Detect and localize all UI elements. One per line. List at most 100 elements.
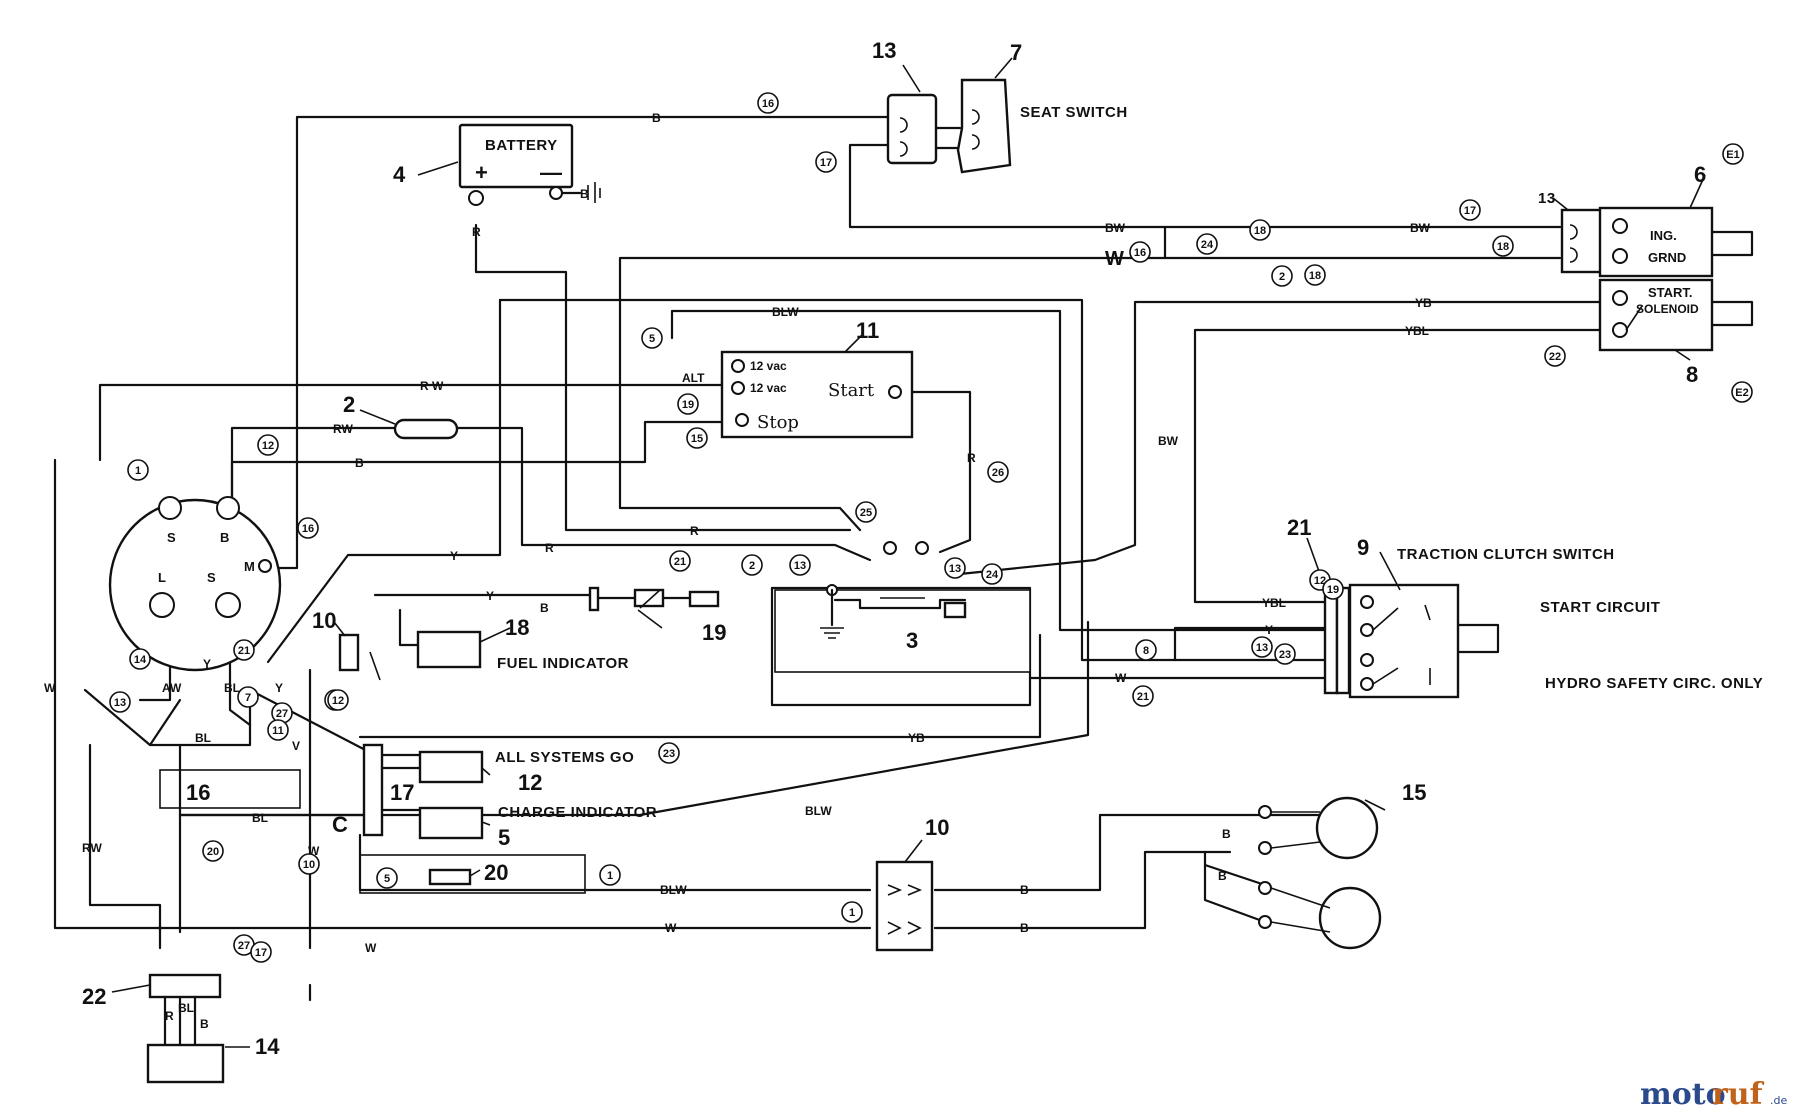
wire-code-blw-diag: BLW (805, 804, 832, 818)
wire-code-blw-top: BLW (772, 305, 799, 319)
callout-number: 23 (663, 748, 675, 760)
callout-16: 16 (1129, 241, 1151, 263)
fuel-indicator-label: FUEL INDICATOR (497, 655, 629, 672)
callout-circle (1304, 264, 1326, 286)
charge-indicator-5 (418, 806, 484, 840)
callout-number: 24 (1201, 239, 1214, 251)
wire-code-y-k: Y (275, 681, 283, 695)
wire-code-w-left: W (44, 681, 56, 695)
wire-code-b-key: B (355, 456, 364, 470)
part-number-9: 9 (1357, 535, 1369, 560)
callout-number: 27 (238, 940, 250, 952)
wire-code-b-out1: B (1020, 883, 1029, 897)
callout-circle (669, 550, 691, 572)
callout-number: 19 (1327, 584, 1339, 596)
wires (53, 115, 1617, 1002)
part-number-13-top: 13 (872, 38, 896, 63)
callout-circle (1251, 636, 1273, 658)
wire-code-b-15b: B (1218, 869, 1227, 883)
callout-19: 19 (1322, 578, 1344, 600)
callout-number: 11 (272, 725, 284, 737)
callout-circle (789, 554, 811, 576)
part-number-7: 7 (1010, 40, 1022, 65)
callout-18: 18 (1304, 264, 1326, 286)
callout-13: 13 (109, 691, 131, 713)
callout-circle (987, 461, 1009, 483)
connector-10-left (338, 633, 360, 672)
c-letter-label: C (332, 812, 348, 837)
callout-number: 7 (245, 692, 251, 704)
callout-16: 16 (297, 517, 319, 539)
callout-number: 25 (860, 507, 872, 519)
box-16 (159, 769, 301, 809)
callout-number: 22 (1549, 351, 1561, 363)
watermark-suffix: .de (1770, 1094, 1787, 1107)
callout-circle (267, 719, 289, 741)
callout-circle (741, 554, 763, 576)
battery-label: BATTERY (485, 137, 558, 154)
connector-22 (148, 973, 222, 999)
battery-4: BATTERY + — (458, 123, 601, 206)
start-solenoid-label-2: SOLENOID (1636, 302, 1699, 316)
engine-3 (774, 541, 1031, 673)
part-number-14: 14 (255, 1034, 280, 1059)
callout-circle (815, 151, 837, 173)
callout-1: 1 (841, 901, 863, 923)
start-circuit-label: START CIRCUIT (1540, 599, 1660, 616)
callout-10: 10 (298, 853, 320, 875)
callout-circle (257, 434, 279, 456)
callout-number: 16 (762, 98, 774, 110)
seat-switch-7 (956, 78, 1012, 174)
module-12vac-2: 12 vac (750, 381, 787, 395)
start-solenoid-label-1: START. (1648, 285, 1693, 300)
part-number-5: 5 (498, 825, 510, 850)
wire-code-bl-16: BL (252, 811, 268, 825)
wire-code-bw-right: BW (1410, 221, 1431, 235)
callout-number: 13 (949, 563, 961, 575)
key-l-label: L (158, 570, 166, 585)
callout-14: 14 (129, 648, 151, 670)
grnd-label: GRND (1648, 250, 1686, 265)
callout-circle (376, 867, 398, 889)
callout-circle (1129, 241, 1151, 263)
wire-code-rw-key: RW (333, 422, 353, 436)
callout-27: 27 (271, 702, 293, 724)
callout-E2: E2 (1731, 381, 1753, 403)
callout-circle (1271, 265, 1293, 287)
callout-number: 18 (1309, 270, 1321, 282)
wire-code-r-right: R (967, 451, 976, 465)
wire-code-r-battery: R (472, 225, 481, 239)
callout-24: 24 (981, 563, 1003, 585)
callout-number: 13 (114, 697, 126, 709)
wire-code-b-15a: B (1222, 827, 1231, 841)
callout-circle (677, 393, 699, 415)
box-14 (146, 995, 225, 1084)
callout-7: 7 (237, 686, 259, 708)
callout-21: 21 (669, 550, 691, 572)
callout-11: 11 (267, 719, 289, 741)
callout-number: 5 (384, 873, 390, 885)
callout-number: E2 (1735, 387, 1748, 399)
wire-code-w-bottom: W (665, 921, 677, 935)
callout-number: 23 (1279, 649, 1291, 661)
connector-13-top (886, 93, 962, 165)
part-number-21: 21 (1287, 515, 1311, 540)
module-12vac-1: 12 vac (750, 359, 787, 373)
callout-number: 2 (1279, 271, 1285, 283)
wire-code-ybl-tc: YBL (1262, 596, 1286, 610)
callout-23: 23 (658, 742, 680, 764)
switch-19 (588, 586, 720, 612)
component-20 (359, 854, 586, 894)
callout-E1: E1 (1722, 143, 1744, 165)
callout-13: 13 (944, 557, 966, 579)
callout-number: 17 (1464, 205, 1476, 217)
wire-code-bl-k: BL (224, 681, 240, 695)
part-number-17: 17 (390, 780, 414, 805)
callout-number: 8 (1143, 645, 1149, 657)
callout-number: 10 (303, 859, 315, 871)
part-number-20: 20 (484, 860, 508, 885)
wire-code-bl-16b: BL (195, 731, 211, 745)
callout-number: 21 (1137, 691, 1149, 703)
wire-code-w-big: W (1105, 248, 1124, 270)
part-number-11: 11 (856, 318, 879, 343)
